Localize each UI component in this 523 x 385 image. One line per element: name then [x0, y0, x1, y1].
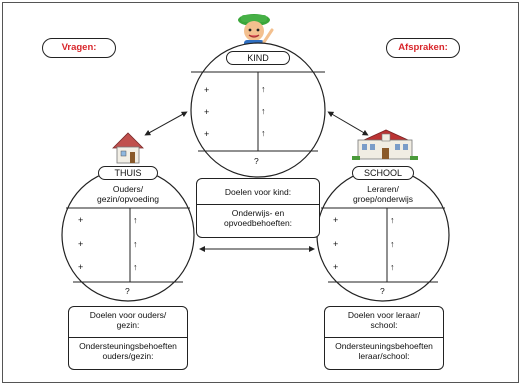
- plus-mark: +: [78, 239, 84, 249]
- kind-needs-text: Onderwijs- en opvoedbehoeften:: [223, 208, 293, 228]
- question-mark: ?: [125, 286, 130, 296]
- kind-circle: [190, 42, 326, 178]
- kind-goals-box: Doelen voor kind: Onderwijs- en opvoedbe…: [196, 178, 320, 238]
- school-goals-box: Doelen voor leraar/ school: Ondersteunin…: [324, 306, 444, 370]
- arrow-up-mark: ↑: [133, 215, 138, 225]
- vragen-label: Vragen:: [42, 38, 116, 58]
- afspraken-label: Afspraken:: [386, 38, 460, 58]
- arrow-up-mark: ↑: [390, 215, 395, 225]
- school-needs-text: Ondersteuningsbehoeften leraar/school:: [335, 341, 433, 361]
- house-icon: [112, 132, 144, 164]
- plus-mark: +: [78, 262, 84, 272]
- kind-label: KIND: [226, 51, 290, 65]
- arrow-kind-school: [327, 111, 369, 136]
- plus-mark: +: [204, 85, 210, 95]
- question-mark: ?: [254, 156, 259, 166]
- thuis-goals-text: Doelen voor ouders/ gezin:: [69, 307, 187, 338]
- school-subtitle: Leraren/ groep/onderwijs: [352, 184, 413, 204]
- arrow-kind-thuis: [144, 111, 188, 136]
- arrow-up-mark: ↑: [133, 262, 138, 272]
- arrow-up-mark: ↑: [261, 84, 266, 94]
- thuis-goals-box: Doelen voor ouders/ gezin: Ondersteuning…: [68, 306, 188, 370]
- arrow-up-mark: ↑: [390, 262, 395, 272]
- plus-mark: +: [333, 262, 339, 272]
- diagram-frame: [2, 2, 519, 383]
- plus-mark: +: [204, 129, 210, 139]
- arrow-up-mark: ↑: [261, 106, 266, 116]
- plus-mark: +: [78, 215, 84, 225]
- arrow-up-mark: ↑: [133, 239, 138, 249]
- kind-goals-text: Doelen voor kind:: [197, 179, 319, 205]
- plus-mark: +: [204, 107, 210, 117]
- thuis-subtitle: Ouders/ gezin/opvoeding: [97, 184, 159, 204]
- school-label: SCHOOL: [352, 166, 414, 180]
- arrow-up-mark: ↑: [261, 128, 266, 138]
- plus-mark: +: [333, 239, 339, 249]
- thuis-label: THUIS: [98, 166, 158, 180]
- school-building-icon: [352, 129, 418, 160]
- plus-mark: +: [333, 215, 339, 225]
- thuis-circle: [61, 168, 195, 302]
- arrow-up-mark: ↑: [390, 239, 395, 249]
- thuis-needs-text: Ondersteuningsbehoeften ouders/gezin:: [79, 341, 177, 361]
- question-mark: ?: [380, 286, 385, 296]
- school-goals-text: Doelen voor leraar/ school:: [325, 307, 443, 338]
